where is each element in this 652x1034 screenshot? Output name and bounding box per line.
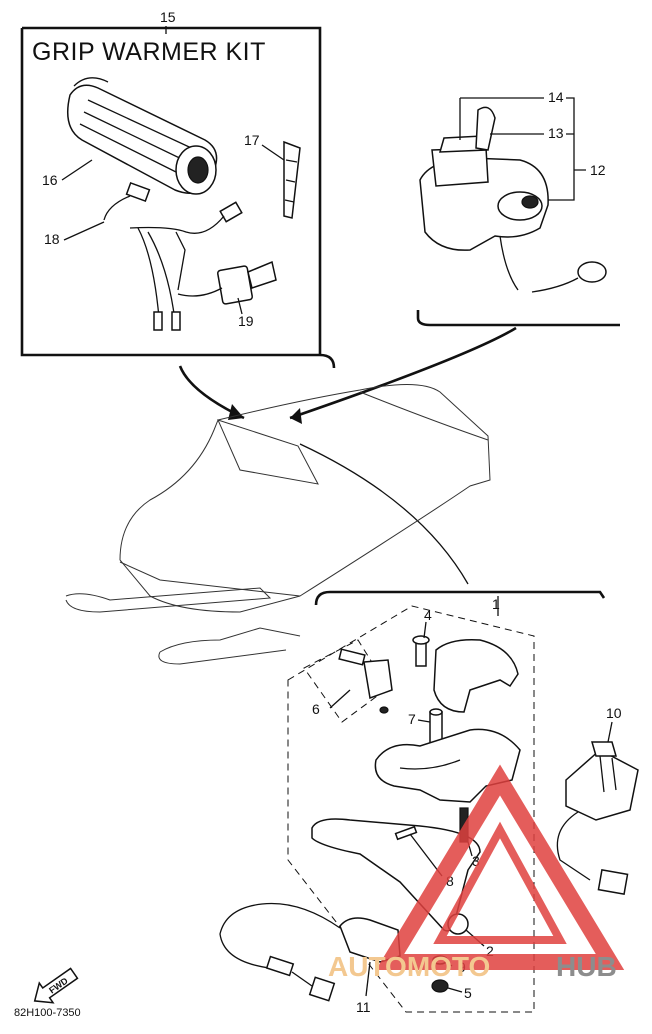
clamp-part-6 <box>363 659 393 700</box>
connector-part-10 <box>556 741 639 895</box>
leader-19 <box>237 297 243 315</box>
callout-2: 2 <box>486 943 494 959</box>
wire-harness-part-18 <box>103 181 243 331</box>
fwd-arrow-icon: FWD <box>33 967 79 1004</box>
watermark-text-b: HUB <box>556 951 617 982</box>
leader-10 <box>607 721 613 743</box>
watermark-text-a: AUTOMOTO <box>328 951 490 982</box>
reservoir-cover <box>433 638 519 713</box>
cover-part-14 <box>431 147 489 187</box>
leader-17 <box>261 144 285 161</box>
snowmobile-outline <box>65 384 491 665</box>
throttle-group-frame <box>416 317 620 327</box>
callout-10: 10 <box>606 705 622 721</box>
cable-tie-part-17 <box>283 140 301 219</box>
leader-4 <box>423 621 427 639</box>
callout-1: 1 <box>492 596 500 612</box>
callout-15: 15 <box>160 9 176 25</box>
watermark-logo <box>375 764 625 970</box>
leader-8 <box>409 833 443 877</box>
leader-18 <box>63 221 105 241</box>
leader-12 <box>548 97 586 201</box>
callout-7: 7 <box>408 711 416 727</box>
grip-warmer-kit-box: GRIP WARMER KIT 15 16 17 <box>20 9 336 369</box>
nut-part-5 <box>431 979 449 993</box>
callout-6: 6 <box>312 701 320 717</box>
throttle-housing-group <box>416 106 620 327</box>
leader-5 <box>447 987 463 993</box>
callout-14: 14 <box>548 89 564 105</box>
callout-5: 5 <box>464 985 472 1001</box>
master-cylinder-body <box>374 728 521 803</box>
callout-11: 11 <box>356 999 371 1015</box>
watermark-triangle-icon <box>375 764 625 970</box>
screw-part-8 <box>394 825 418 841</box>
leader-7 <box>417 719 431 723</box>
brake-assembly <box>219 605 535 1013</box>
callout-18: 18 <box>44 231 60 247</box>
callout-12: 12 <box>590 162 606 178</box>
callout-16: 16 <box>42 172 58 188</box>
callout-13: 13 <box>548 125 564 141</box>
throttle-connection-arrow <box>289 326 517 420</box>
kit-box-frame-top <box>22 26 322 355</box>
kit-title: GRIP WARMER KIT <box>32 38 266 66</box>
leader-11 <box>365 961 371 997</box>
lower-connection-line <box>299 443 469 585</box>
callout-19: 19 <box>238 313 254 329</box>
leader-16 <box>61 159 93 181</box>
lever-part-13 <box>475 106 496 151</box>
leader-6 <box>329 689 351 709</box>
diagram-code: 82H100-7350 <box>14 1007 81 1019</box>
brake-group-frame <box>314 590 606 606</box>
callout-17: 17 <box>244 132 260 148</box>
grip-heater-part-16 <box>67 77 218 195</box>
callout-8: 8 <box>446 873 454 889</box>
toggle-switch-part-19 <box>177 260 277 305</box>
callout-4: 4 <box>424 607 432 623</box>
callout-3: 3 <box>472 853 480 869</box>
